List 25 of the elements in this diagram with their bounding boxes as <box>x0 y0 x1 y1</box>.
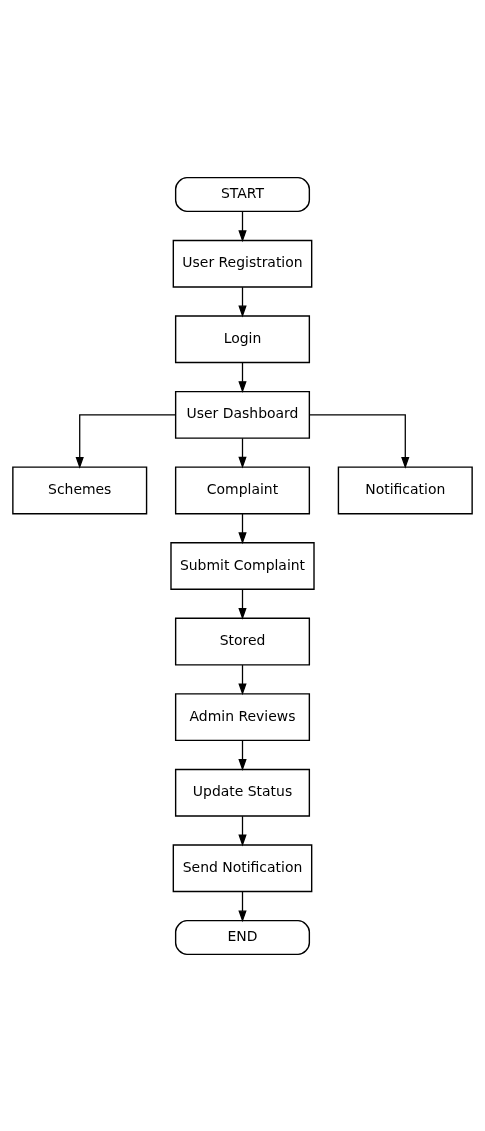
arrow <box>238 210 247 242</box>
node-box: User Dashboard <box>174 390 311 439</box>
arrow <box>238 437 247 469</box>
node-box: Send Notification <box>172 843 313 892</box>
node-box: Login <box>174 314 311 363</box>
arrow <box>238 361 247 393</box>
node-box: Notification <box>337 465 473 514</box>
arrow <box>238 890 247 922</box>
node-box: Submit Complaint <box>170 541 315 590</box>
node-box: START <box>174 176 311 212</box>
node-box: Admin Reviews <box>174 692 311 741</box>
node-box: Stored <box>174 617 311 666</box>
node-box: User Registration <box>172 239 313 288</box>
arrow <box>238 663 247 695</box>
arrow <box>238 815 247 846</box>
arrow <box>238 739 247 771</box>
node-box: Update Status <box>174 768 311 817</box>
node-box: Complaint <box>174 465 311 514</box>
arrow <box>238 512 247 544</box>
node-box: END <box>174 919 311 955</box>
arrow <box>238 286 247 317</box>
arrow <box>309 413 410 469</box>
node-box: Schemes <box>12 465 148 514</box>
arrow <box>238 588 247 620</box>
arrow <box>75 413 176 469</box>
